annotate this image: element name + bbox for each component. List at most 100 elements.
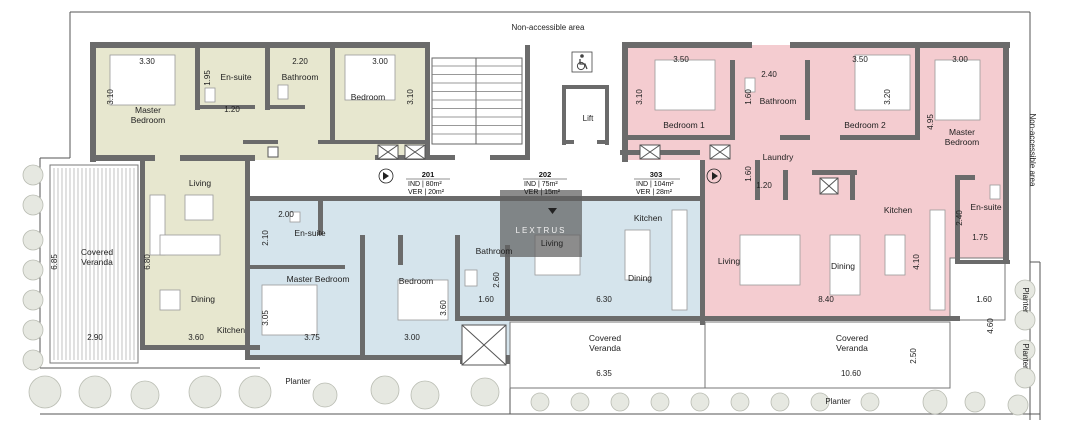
dimension-d290: 2.90: [87, 333, 103, 342]
dimension-d310b: 3.10: [406, 89, 415, 105]
room-label-u201-bedroom: Bedroom: [351, 92, 386, 102]
non-accessible-top-label: Non-accessible area: [512, 23, 585, 32]
room-label-u202-bathroom: Bathroom: [476, 246, 513, 256]
room-label-u201-veranda: Covered: [81, 247, 113, 257]
tree-icon: [78, 375, 112, 409]
room-label-u202-master: Master Bedroom: [287, 274, 350, 284]
dimension-d240b: 2.40: [955, 210, 964, 226]
dimension-d320: 3.20: [883, 89, 892, 105]
service-shafts: [267, 144, 839, 366]
room-label-u201-master: Bedroom: [131, 115, 166, 125]
room-label-u202-bedroom: Bedroom: [399, 276, 434, 286]
tree-icon: [860, 392, 880, 412]
dimension-d300b: 3.00: [404, 333, 420, 342]
planter-right-label: Planter: [1021, 287, 1030, 313]
non-accessible-right-label: Non-accessible area: [1028, 114, 1037, 187]
planter-bottom-left-label: Planter: [285, 377, 311, 386]
room-label-u201-ensuite: En-suite: [220, 72, 251, 82]
tree-icon: [1014, 309, 1036, 331]
tree-icon: [610, 392, 630, 412]
room-label-u303-veranda: Covered: [836, 333, 868, 343]
room-label-u202-ensuite: En-suite: [294, 228, 325, 238]
dimension-d160d: 1.60: [976, 295, 992, 304]
dimension-d160a: 1.60: [478, 295, 494, 304]
wheelchair-icon: [571, 51, 593, 73]
dimension-d120a: 1.20: [224, 105, 240, 114]
tree-icon: [188, 375, 222, 409]
dimension-d160b: 1.60: [744, 89, 753, 105]
staircase: [431, 57, 523, 145]
dimension-d460: 4.60: [986, 318, 995, 334]
room-label-u303-ensuite: En-suite: [970, 202, 1001, 212]
unit-tags: 201 IND | 80m² VER | 20m² 202 IND | 75m²…: [378, 168, 722, 196]
room-label-u201-kitchen: Kitchen: [217, 325, 246, 335]
room-label-u303-master: Master: [949, 127, 975, 137]
dimension-d685: 6.85: [50, 254, 59, 270]
dimension-d680: 6.80: [143, 254, 152, 270]
room-label-u303-veranda: Veranda: [836, 343, 868, 353]
unit-201-arrow-icon: [383, 172, 389, 180]
tree-icon: [22, 259, 44, 281]
planter-bottom-right-label: Planter: [825, 397, 851, 406]
dimension-d210: 2.10: [261, 230, 270, 246]
room-label-u303-living: Living: [718, 256, 740, 266]
unit-201-number: 201: [422, 170, 435, 179]
unit-303-number: 303: [650, 170, 663, 179]
tree-icon: [22, 194, 44, 216]
dimension-d410: 4.10: [912, 254, 921, 270]
tree-icon: [770, 392, 790, 412]
room-label-u303-bedroom2: Bedroom 2: [844, 120, 886, 130]
room-label-u202-dining: Dining: [628, 273, 652, 283]
dimension-d300c: 3.00: [952, 55, 968, 64]
trees: [22, 164, 1036, 416]
room-label-u202-veranda: Covered: [589, 333, 621, 343]
tree-icon: [28, 375, 62, 409]
tree-icon: [22, 319, 44, 341]
unit-303-area: [625, 45, 1006, 318]
dimension-d1060: 10.60: [841, 369, 862, 378]
tree-icon: [22, 229, 44, 251]
tree-icon: [690, 392, 710, 412]
unit-303-ver: VER | 28m²: [636, 189, 673, 196]
tree-icon: [570, 392, 590, 412]
unit-201-ind: IND | 80m²: [408, 181, 442, 188]
walls: [90, 42, 1010, 364]
dimension-d220: 2.20: [292, 57, 308, 66]
tree-icon: [1007, 394, 1029, 416]
room-label-u202-living: Living: [541, 238, 563, 248]
tree-icon: [650, 392, 670, 412]
tree-icon: [22, 349, 44, 371]
tree-icon: [1014, 367, 1036, 389]
dimension-d840: 8.40: [818, 295, 834, 304]
lift-label: Lift: [583, 114, 594, 123]
tree-icon: [410, 380, 440, 410]
room-label-u201-master: Master: [135, 105, 161, 115]
dimension-d360b: 3.60: [439, 300, 448, 316]
dimension-d350b: 3.50: [852, 55, 868, 64]
tree-icon: [1014, 339, 1036, 361]
watermark-text: LEXTRUS: [516, 226, 567, 235]
dimension-d240a: 2.40: [761, 70, 777, 79]
room-label-u201-dining: Dining: [191, 294, 215, 304]
room-label-u202-veranda: Veranda: [589, 343, 621, 353]
dimension-d375: 3.75: [304, 333, 320, 342]
tree-icon: [22, 164, 44, 186]
room-label-u303-kitchen: Kitchen: [884, 205, 913, 215]
tree-icon: [1014, 279, 1036, 301]
dimension-d330: 3.30: [139, 57, 155, 66]
room-label-u202-kitchen: Kitchen: [634, 213, 663, 223]
unit-201-ver: VER | 20m²: [408, 189, 445, 196]
unit-202-number: 202: [539, 170, 552, 179]
dimension-d160c: 1.60: [744, 166, 753, 182]
room-label-u303-bathroom: Bathroom: [760, 96, 797, 106]
unit-303-ind: IND | 104m²: [636, 181, 674, 188]
room-label-u303-dining: Dining: [831, 261, 855, 271]
tree-icon: [810, 392, 830, 412]
unit-202-ind: IND | 75m²: [524, 181, 558, 188]
unit-202-ver: VER | 15m²: [524, 189, 561, 196]
dimension-d630: 6.30: [596, 295, 612, 304]
